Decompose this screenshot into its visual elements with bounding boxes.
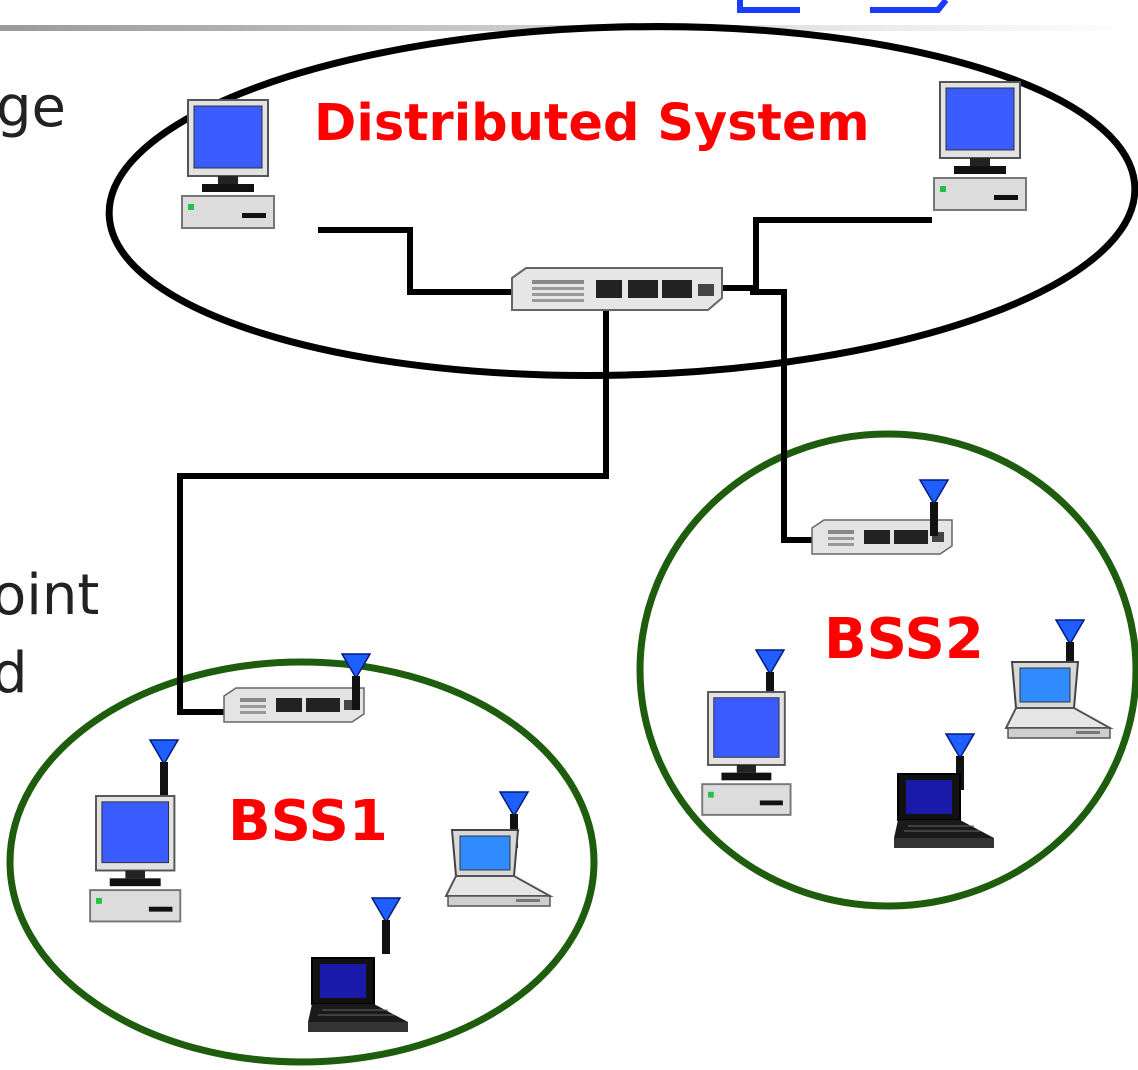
link-underline-left (737, 0, 800, 13)
laptop-icon (1005, 661, 1111, 739)
bss1-ring (6, 658, 598, 1066)
bss1-label: BSS1 (228, 789, 388, 854)
cable-ds-right (722, 217, 932, 291)
laptop-icon (893, 773, 995, 849)
link-underline-right (870, 0, 949, 13)
bss2-label: BSS2 (824, 607, 984, 672)
desktop-computer-icon (181, 99, 275, 229)
antenna-icon (371, 897, 401, 955)
distributed-system-label: Distributed System (314, 94, 870, 153)
slide-text-fragment-1: ge (0, 75, 66, 140)
desktop-computer-icon (701, 691, 792, 816)
cable-ds-left (318, 227, 514, 295)
distributed-system-ring (105, 23, 1138, 379)
laptop-icon (445, 829, 551, 907)
slide-text-fragment-2: oint (0, 563, 100, 628)
network-switch-icon (511, 267, 723, 311)
access-point-icon (223, 687, 365, 723)
cable-to-bss2-ap (750, 289, 824, 543)
slide-text-fragment-3: d (0, 641, 28, 706)
cable-to-bss1-ap (177, 308, 609, 715)
laptop-icon (307, 957, 409, 1033)
bss2-ring (636, 430, 1138, 910)
desktop-computer-icon (89, 795, 182, 923)
desktop-computer-icon (933, 81, 1027, 211)
antenna-icon (149, 739, 179, 797)
